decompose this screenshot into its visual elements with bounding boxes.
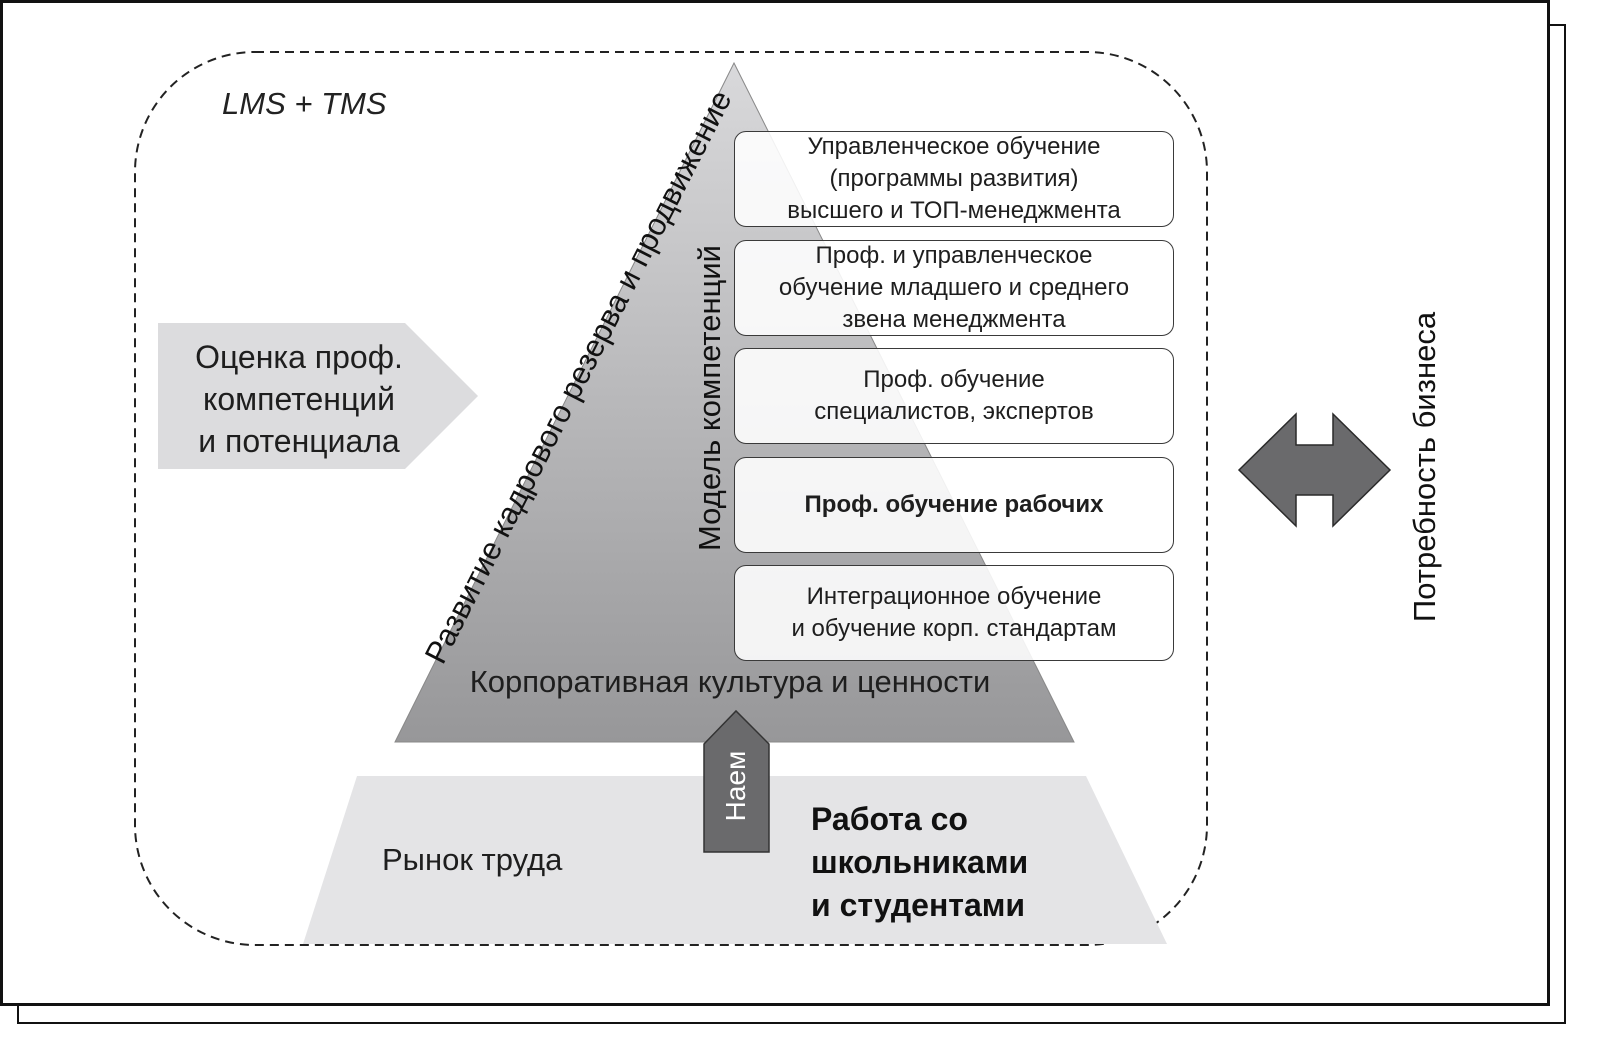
level-top-management-label: Управленческое обучение (программы разви… — [787, 133, 1121, 224]
level-integration-label: Интеграционное обучение и обучение корп.… — [791, 583, 1117, 642]
level-specialists: Проф. обучение специалистов, экспертов — [734, 348, 1174, 444]
students-label: Работа со школьниками и студентами — [811, 801, 1029, 923]
assessment-label: Оценка проф. компетенций и потенциала — [195, 339, 403, 459]
labor-market-base — [303, 776, 1167, 944]
level-workers: Проф. обучение рабочих — [734, 457, 1174, 553]
level-integration: Интеграционное обучение и обучение корп.… — [734, 565, 1174, 661]
level-specialists-label: Проф. обучение специалистов, экспертов — [814, 366, 1094, 425]
level-top-management: Управленческое обучение (программы разви… — [734, 131, 1174, 227]
labor-market-label: Рынок труда — [382, 842, 563, 877]
assessment-arrow — [158, 323, 478, 469]
level-middle-management: Проф. и управленческое обучение младшего… — [734, 240, 1174, 336]
level-middle-management-label: Проф. и управленческое обучение младшего… — [778, 242, 1130, 333]
hire-arrow — [703, 709, 770, 853]
business-need-label: Потребность бизнеса — [1407, 311, 1442, 623]
lms-tms-label: LMS + TMS — [222, 86, 387, 121]
competency-model-label: Модель компетенций — [692, 245, 727, 551]
level-workers-label: Проф. обучение рабочих — [804, 491, 1104, 518]
hire-label: Наем — [720, 750, 751, 822]
corporate-culture-label: Корпоративная культура и ценности — [469, 664, 991, 699]
business-need-double-arrow — [1237, 412, 1392, 528]
